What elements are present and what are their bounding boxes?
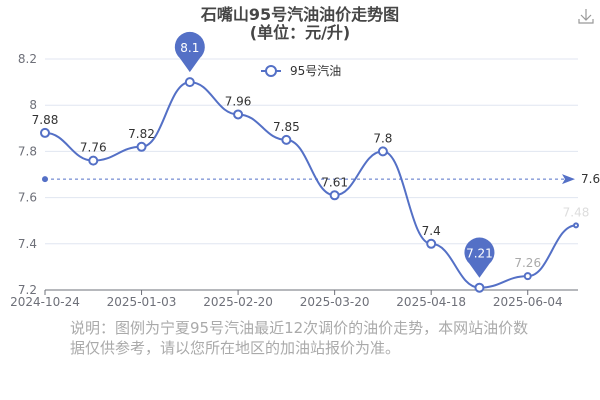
average-line-start [42, 176, 48, 183]
pin-marker-label: 8.1 [180, 41, 199, 55]
download-icon[interactable] [577, 7, 595, 25]
data-label: 7.82 [128, 127, 155, 141]
chart-subtitle: (单位：元/升) [249, 23, 351, 42]
data-label: 7.26 [514, 256, 541, 270]
x-tick-label: 2025-01-03 [107, 295, 177, 309]
y-tick-label: 8 [29, 98, 37, 112]
data-point [136, 141, 147, 152]
x-tick-label: 2025-06-04 [493, 295, 563, 309]
data-point [523, 272, 532, 281]
chart-title: 石嘴山95号汽油油价走势图 [200, 5, 400, 24]
y-tick-label: 7.8 [18, 144, 37, 158]
average-label: 7.6 [581, 172, 600, 186]
data-label: 7.76 [80, 141, 107, 155]
data-point [88, 155, 99, 166]
data-label: 7.48 [563, 205, 590, 219]
data-point [281, 134, 292, 145]
data-point [426, 238, 437, 249]
data-label: 7.85 [273, 120, 300, 134]
legend-label: 95号汽油 [290, 63, 341, 78]
data-label: 7.88 [32, 113, 59, 127]
data-label: 7.4 [422, 224, 441, 238]
data-point [40, 127, 50, 138]
y-tick-label: 7.6 [18, 191, 37, 205]
y-tick-label: 8.2 [18, 52, 37, 66]
average-line-arrow [562, 174, 575, 185]
pin-marker [174, 31, 205, 73]
pin-marker-label: 7.21 [466, 247, 493, 261]
data-point [474, 282, 485, 293]
y-tick-label: 7.2 [18, 283, 37, 297]
x-tick-label: 2024-10-24 [10, 295, 80, 309]
legend-icon [265, 65, 277, 77]
series-line [44, 81, 577, 289]
x-tick-label: 2025-03-20 [300, 295, 370, 309]
data-point [233, 109, 244, 120]
y-tick-label: 7.4 [18, 237, 37, 251]
data-point [184, 77, 195, 88]
x-tick-label: 2025-04-18 [396, 295, 466, 309]
data-label: 7.61 [321, 175, 348, 189]
data-point [377, 146, 388, 157]
pin-marker [464, 237, 495, 278]
data-label: 7.8 [373, 131, 392, 145]
data-point [329, 190, 340, 201]
x-tick-label: 2025-02-20 [203, 295, 273, 309]
chart-note: 说明：图例为宁夏95号汽油最近12次调价的油价走势，本网站油价数据仅供参考，请以… [70, 319, 529, 357]
data-point [573, 222, 579, 229]
data-label: 7.96 [225, 94, 252, 108]
